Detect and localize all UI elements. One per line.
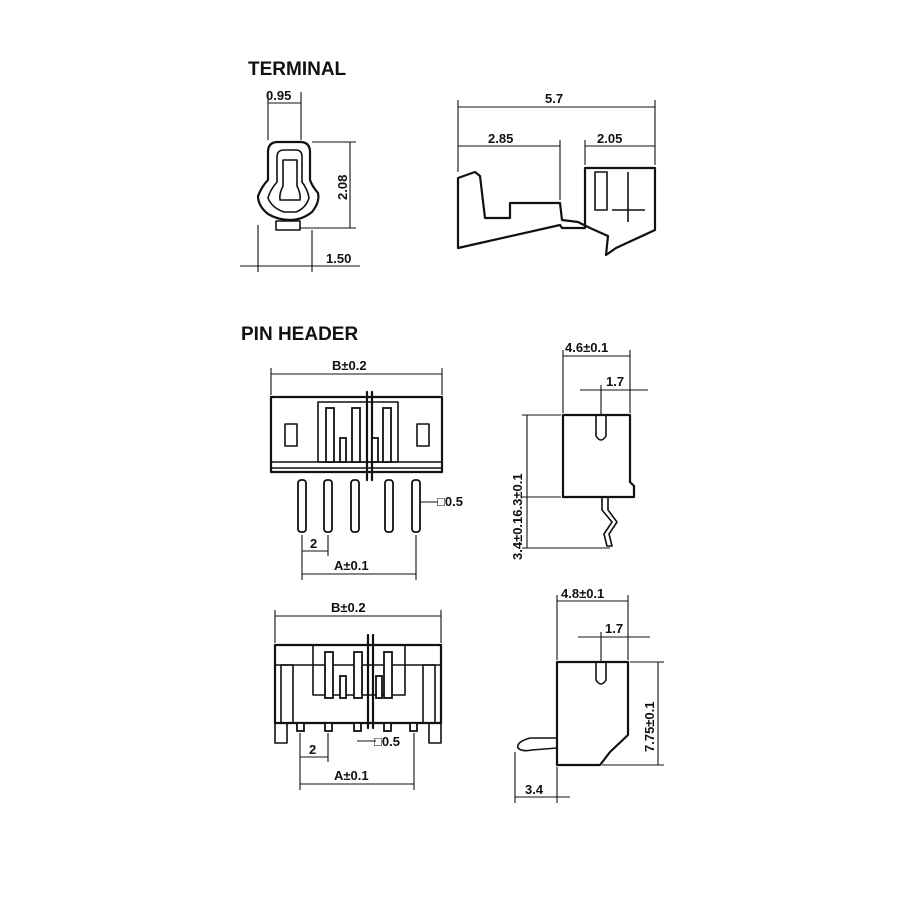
top-depth-label: 4.6±0.1 [565,340,608,355]
bottom-slot-offset-label: 1.7 [605,621,623,636]
bottom-pitch-label: 2 [309,742,316,757]
terminal-length-left-label: 2.85 [488,131,513,146]
top-pin-span-label: A±0.1 [334,558,369,573]
terminal-length-total-label: 5.7 [545,91,563,106]
terminal-front-view: 0.95 2.08 1.50 [240,88,360,272]
header-top-front-view: B±0.2 □0.5 2 A±0.1 [269,358,463,580]
terminal-height-label: 2.08 [335,175,350,200]
bottom-depth-label: 4.8±0.1 [561,586,604,601]
top-slot-offset-label: 1.7 [606,374,624,389]
bottom-pin-square-label: □0.5 [374,734,400,749]
bottom-pin-span-label: A±0.1 [334,768,369,783]
top-pitch-label: 2 [310,536,317,551]
terminal-width-base-label: 1.50 [326,251,351,266]
header-bottom-front-view: B±0.2 □0.5 2 A±0.1 [273,600,443,790]
top-body-width-label: B±0.2 [332,358,367,373]
bottom-height-label: 7.75±0.1 [642,701,657,752]
top-pin-square-label: □0.5 [437,494,463,509]
header-top-side-view: 4.6±0.1 1.7 3.4±0.16.3±0.1 [510,340,648,560]
bottom-pin-offset-label: 3.4 [525,782,544,797]
header-bottom-side-view: 4.8±0.1 1.7 7.75±0.1 3.4 [514,586,664,803]
terminal-length-right-label: 2.05 [597,131,622,146]
bottom-body-width-label: B±0.2 [331,600,366,615]
terminal-heading: TERMINAL [248,59,347,80]
pin-header-heading: PIN HEADER [241,324,358,345]
top-vertical-dims-label: 3.4±0.16.3±0.1 [510,473,525,560]
terminal-width-top-label: 0.95 [266,88,291,103]
terminal-side-view: 5.7 2.85 2.05 [456,91,657,257]
